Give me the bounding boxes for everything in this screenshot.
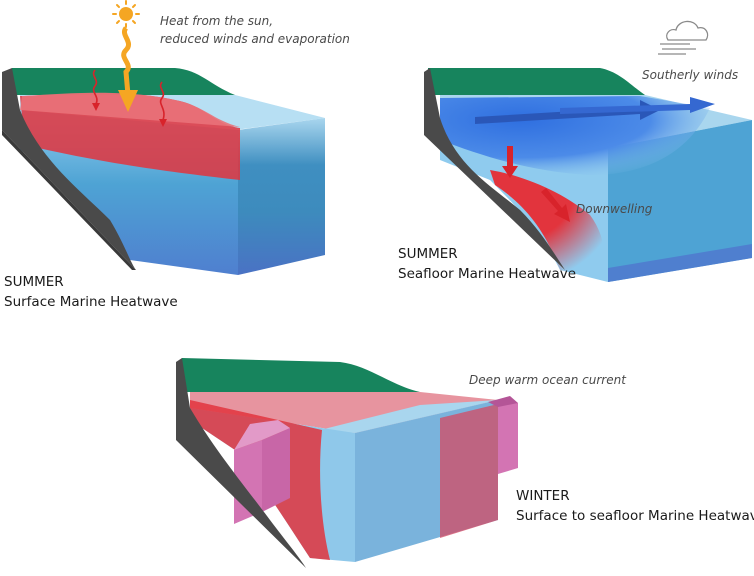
wind-cloud-icon (658, 20, 709, 55)
heat-arrowhead (159, 119, 167, 127)
land-strip (428, 68, 645, 95)
water-surface-blue (320, 400, 498, 433)
annotation-heat-line-1: Heat from the sun, (160, 14, 273, 28)
sun-icon (112, 0, 140, 28)
land-strip (182, 358, 420, 392)
caption-seafloor-season: SUMMER (398, 246, 458, 262)
wind-arrows (475, 97, 715, 124)
shelf-rock (176, 358, 306, 568)
land-strip (12, 68, 235, 95)
deep-warm-current (498, 400, 518, 474)
coastal-current-side (262, 428, 290, 512)
panel-seafloor-heatwave (424, 20, 752, 282)
caption-seafloor-title: Seafloor Marine Heatwave (398, 266, 576, 282)
caption-surface-title: Surface Marine Heatwave (4, 294, 178, 310)
caption-winter-title: Surface to seafloor Marine Heatwave (516, 508, 754, 524)
downwelling-arrows (502, 146, 570, 222)
shelf-rock (2, 68, 136, 270)
panel-full-depth-heatwave (176, 358, 518, 568)
downwelling-warm-water (490, 170, 605, 278)
deep-warm-current-top (488, 396, 518, 407)
annotation-deep-current: Deep warm ocean current (469, 373, 627, 387)
side-face-deep (608, 244, 752, 282)
shelf-rock (424, 68, 565, 270)
sun-ray-arrowhead (118, 90, 138, 112)
annotation-southerly-winds: Southerly winds (642, 68, 738, 82)
caption-winter-season: WINTER (516, 488, 570, 504)
coastal-current-top (234, 420, 290, 450)
side-warm-band (440, 404, 498, 538)
warm-layer-top (20, 92, 240, 127)
panel-surface-heatwave (2, 0, 325, 275)
annotation-heat-line-2: reduced winds and evaporation (160, 32, 350, 46)
sun-ray-arrow (121, 26, 131, 96)
side-face (238, 118, 325, 275)
annotation-downwelling: Downwelling (576, 202, 653, 216)
heat-arrowhead (92, 103, 100, 111)
caption-surface-season: SUMMER (4, 274, 64, 290)
heat-arrows (92, 69, 165, 121)
water-surface (190, 392, 498, 433)
